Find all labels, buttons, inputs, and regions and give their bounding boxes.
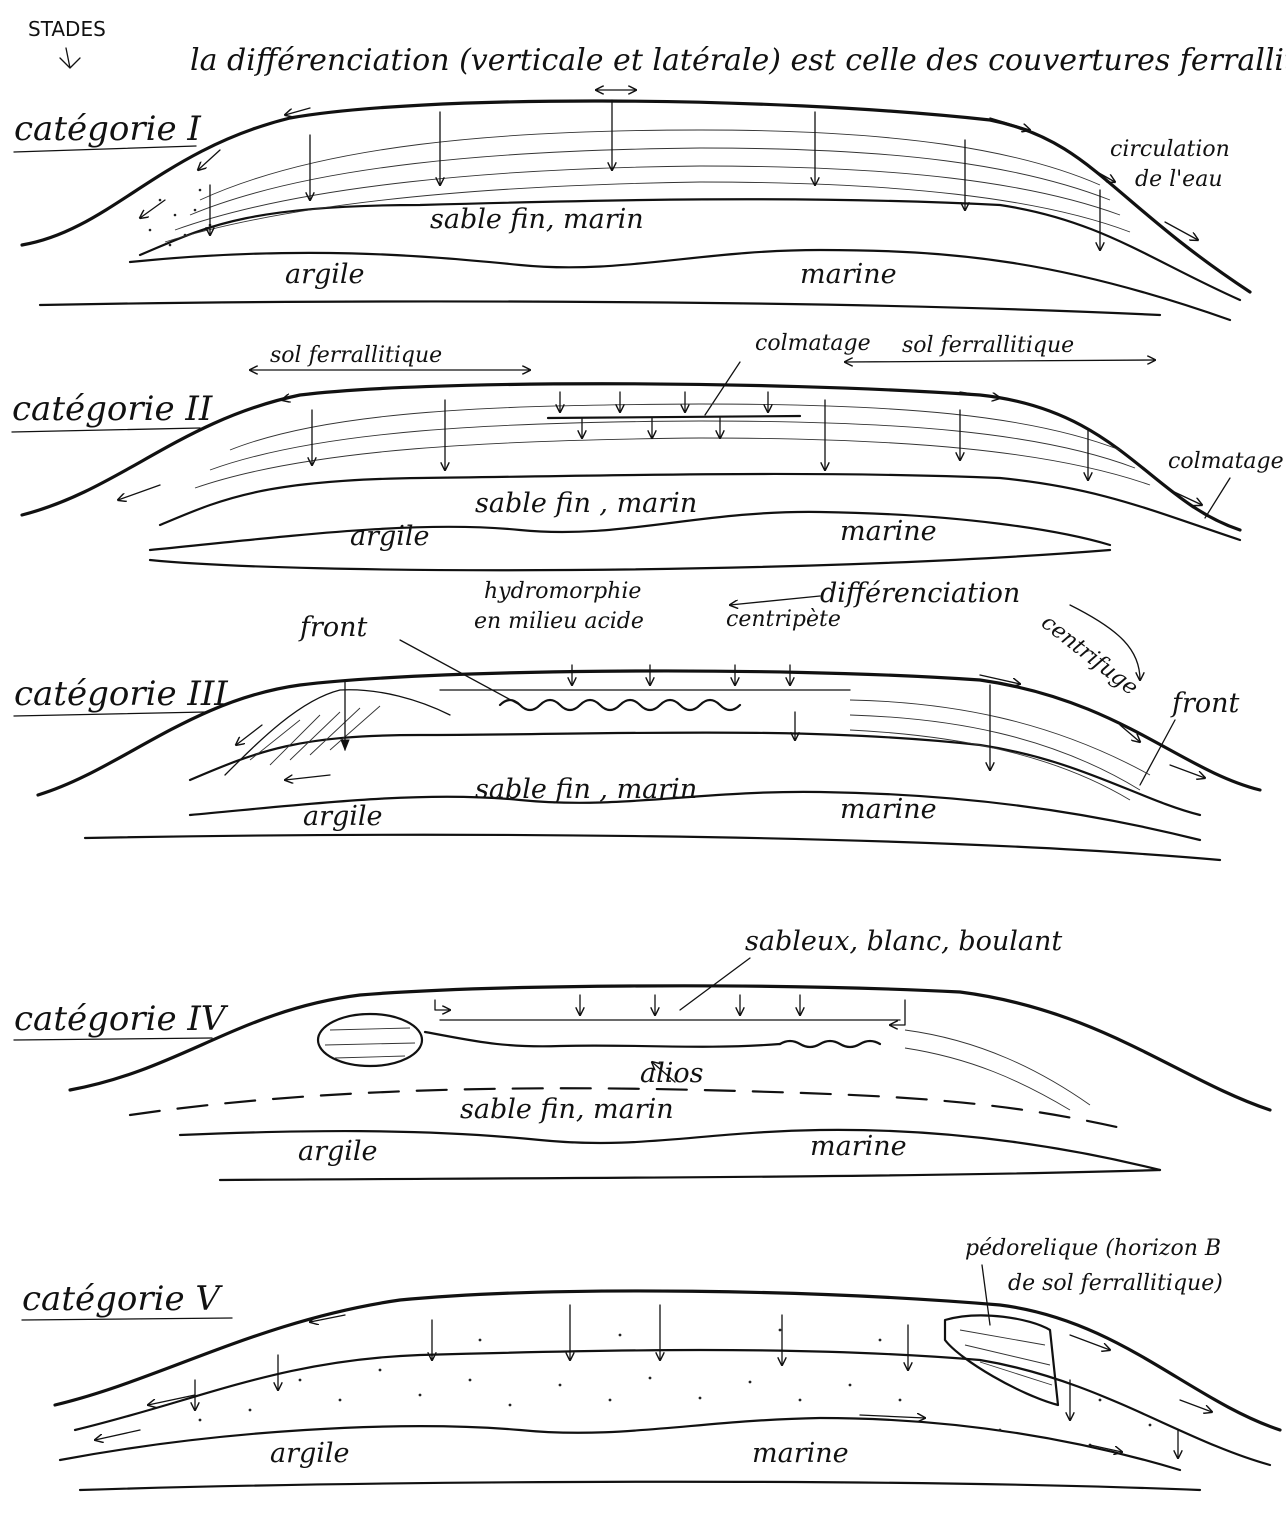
label-alios: alios [640, 1058, 703, 1089]
label-centripete: centripète [726, 607, 841, 632]
label-clay-left: argile [298, 1136, 378, 1167]
category-label: catégorie II [12, 389, 213, 429]
label-soil-left: sol ferrallitique [270, 343, 442, 368]
alios-wavy-front [780, 1041, 880, 1047]
label-sableux: sableux, blanc, boulant [745, 926, 1062, 957]
label-clay-right: marine [800, 259, 897, 290]
sand-boundary [160, 474, 1240, 540]
panel-category-3: catégorie III front hydromorphie en mili… [14, 578, 1260, 860]
soil-span-right-arrow [845, 360, 1155, 362]
left-mound-stipple [250, 706, 380, 765]
label-sand: sable fin , marin [475, 488, 697, 519]
category-label: catégorie IV [14, 999, 229, 1039]
label-soil-right: sol ferrallitique [902, 333, 1074, 358]
relict-nodule [318, 1014, 422, 1066]
ground-surface [55, 1291, 1280, 1430]
label-hydro-1: hydromorphie [484, 579, 641, 604]
label-pedorelique-1: pédorelique (horizon B [965, 1236, 1221, 1261]
header-title: la différenciation (verticale et latéral… [190, 43, 1286, 78]
panel-category-1: catégorie I [14, 100, 1250, 320]
pedorelic-nodule [945, 1315, 1058, 1405]
infiltration-arrows [210, 100, 1100, 250]
infiltration-arrows [312, 392, 1088, 480]
label-clay-left: argile [285, 259, 365, 290]
label-sand: sable fin , marin [475, 774, 697, 805]
label-differenciation: différenciation [820, 578, 1020, 609]
ground-surface [70, 986, 1270, 1110]
label-hydro-2: en milieu acide [474, 609, 644, 634]
label-front-right: front [1170, 688, 1240, 719]
category-label: catégorie V [22, 1279, 223, 1319]
colmatage-side-pointer [1205, 478, 1230, 518]
label-clay-left: argile [303, 801, 383, 832]
pedorelic-hatching [960, 1330, 1052, 1385]
clay-boundary [60, 1418, 1180, 1470]
category-label: catégorie III [14, 674, 228, 714]
label-clay-right: marine [840, 516, 937, 547]
label-front-left: front [298, 612, 368, 643]
label-colmatage-side: colmatage [1168, 449, 1284, 474]
panel-category-2: catégorie II sol ferrallitique colmatage… [12, 331, 1284, 570]
label-clay-left: argile [350, 521, 430, 552]
clay-base [80, 1482, 1200, 1490]
label-clay-right: marine [840, 794, 937, 825]
label-water-2: de l'eau [1135, 167, 1222, 192]
panel-category-4: catégorie IV sableux, blanc, boulant ali… [14, 926, 1270, 1180]
clay-base [150, 550, 1110, 570]
nodule-layers [325, 1028, 415, 1058]
label-clay-left: argile [270, 1438, 350, 1469]
centripete-arrow [730, 596, 820, 605]
label-colmatage-top: colmatage [755, 331, 871, 356]
category-label: catégorie I [14, 109, 201, 149]
clay-base [85, 835, 1220, 860]
panel-category-5: catégorie V pédorelique (horizon B de so… [22, 1236, 1280, 1490]
label-water: circulation [1110, 137, 1230, 162]
right-soil-layers [905, 1030, 1090, 1110]
alios-front [425, 1032, 780, 1047]
label-sand: sable fin, marin [460, 1094, 674, 1125]
label-sand: sable fin, marin [430, 204, 644, 235]
left-mound [225, 690, 450, 775]
colmatage-line [548, 416, 800, 418]
clay-base [220, 1170, 1160, 1180]
front-pointer-right [1140, 720, 1175, 785]
alteration-front [500, 700, 740, 710]
label-centrifuge: centrifuge [1036, 610, 1142, 701]
colmatage-pointer [705, 362, 740, 415]
label-clay-right: marine [752, 1438, 849, 1469]
lateral-flow-arrows [95, 1315, 1212, 1452]
stades-label: STADES [28, 17, 106, 41]
label-clay-right: marine [810, 1131, 907, 1162]
clay-base [40, 301, 1160, 315]
stades-arrow-icon [60, 48, 80, 68]
lateral-flow-arrows [140, 108, 1198, 240]
label-pedorelique-2: de sol ferrallitique) [1008, 1271, 1223, 1296]
